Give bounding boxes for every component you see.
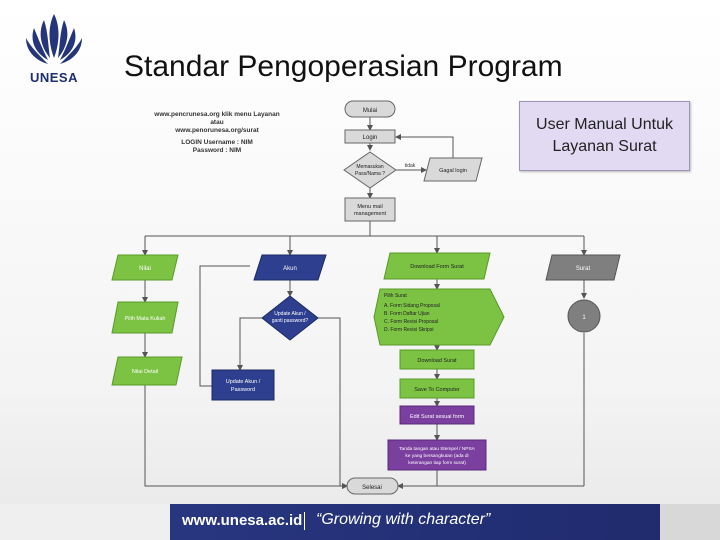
ttd-label-1: Tanda tangan atau Stempel / NPSA bbox=[399, 446, 476, 452]
update-akun-label-2: Password bbox=[231, 387, 255, 393]
nilai-detail-label: Nilai Detail bbox=[132, 369, 158, 375]
nilai-detail-node bbox=[111, 356, 183, 386]
menu-label-1: Menu mail bbox=[357, 204, 382, 210]
pilih-matkul-label: Pilih Mata Kuliah bbox=[125, 316, 166, 322]
download-surat-node bbox=[399, 349, 475, 370]
footer-left-panel bbox=[0, 504, 170, 540]
footer-url[interactable]: www.unesa.ac.id bbox=[182, 512, 303, 529]
pilih-surat-node bbox=[373, 288, 505, 346]
flowchart: Mulai Login Memasukan Pass/Nama ? tidak … bbox=[111, 100, 621, 495]
no-label: tidak bbox=[405, 163, 416, 169]
save-label: Save To Computer bbox=[414, 387, 460, 393]
credentials-decision bbox=[343, 151, 397, 189]
ttd-label-3: keterangan tiap form surat) bbox=[408, 460, 466, 466]
surat-label: Surat bbox=[576, 266, 591, 272]
start-label: Mulai bbox=[363, 108, 377, 114]
nilai-label: Nilai bbox=[139, 266, 151, 272]
download-surat-label: Download Surat bbox=[417, 358, 457, 364]
surat-node bbox=[545, 254, 621, 281]
menu-node bbox=[344, 197, 396, 222]
unesa-logo-icon bbox=[26, 14, 82, 64]
connector-circle bbox=[567, 299, 601, 333]
pilih-surat-label: Pilih Surat bbox=[384, 293, 407, 299]
update-decision bbox=[261, 295, 319, 341]
ttd-node bbox=[387, 439, 487, 471]
login-label: Login bbox=[363, 135, 378, 141]
login-line-1: www.pencrunesa.org klik menu Layanan bbox=[154, 111, 280, 118]
footer-motto: “Growing with character” bbox=[316, 511, 491, 528]
update-decision-label-1: Update Akun / bbox=[274, 311, 306, 317]
logo-text: UNESA bbox=[29, 70, 78, 85]
save-node bbox=[399, 378, 475, 399]
login-line-2: atau bbox=[210, 119, 224, 126]
option-a: A. Form Sidang Proposal bbox=[384, 303, 440, 309]
option-c: C. Form Revisi Proposal bbox=[384, 319, 438, 325]
page-title: Standar Pengoperasian Program bbox=[124, 50, 563, 83]
login-line-5: Password : NIM bbox=[192, 147, 242, 154]
login-node bbox=[344, 129, 396, 144]
update-akun-node bbox=[211, 369, 275, 401]
connector-label: 1 bbox=[582, 315, 586, 321]
footer-separator bbox=[304, 512, 305, 530]
download-form-node bbox=[383, 252, 491, 280]
download-form-label: Download Form Surat bbox=[410, 264, 464, 270]
login-instructions: www.pencrunesa.org klik menu Layanan ata… bbox=[142, 111, 292, 155]
start-node bbox=[344, 100, 396, 118]
user-manual-callout: User Manual Untuk Layanan Surat bbox=[519, 101, 690, 171]
update-decision-label-2: ganti password? bbox=[272, 318, 309, 324]
edit-node bbox=[399, 405, 475, 425]
footer-right-panel bbox=[660, 504, 720, 540]
edit-label: Edit Surat sesuai form bbox=[410, 414, 465, 420]
login-line-3: www.penorunesa.org/surat bbox=[175, 127, 259, 134]
menu-label-2: management bbox=[354, 211, 387, 217]
option-b: B. Form Daftar Ujian bbox=[384, 311, 430, 317]
akun-label: Akun bbox=[283, 266, 297, 272]
login-line-4: LOGIN Username : NIM bbox=[181, 139, 253, 146]
login-failed-label: Gagal login bbox=[439, 168, 467, 174]
end-node bbox=[346, 477, 399, 495]
footer: www.unesa.ac.id “Growing with character” bbox=[0, 504, 720, 540]
end-label: Selesai bbox=[362, 485, 382, 491]
update-akun-label-1: Update Akun / bbox=[226, 379, 261, 385]
nilai-node bbox=[111, 254, 179, 281]
ttd-label-2: ke yang bersangkutan (ada di bbox=[405, 453, 468, 459]
decision-label-1: Memasukan bbox=[356, 164, 383, 170]
pilih-matkul-node bbox=[111, 301, 179, 334]
decision-label-2: Pass/Nama ? bbox=[355, 171, 385, 177]
login-failed-node bbox=[423, 157, 483, 182]
option-d: D. Form Revisi Skripsi bbox=[384, 327, 433, 333]
akun-node bbox=[253, 254, 327, 281]
